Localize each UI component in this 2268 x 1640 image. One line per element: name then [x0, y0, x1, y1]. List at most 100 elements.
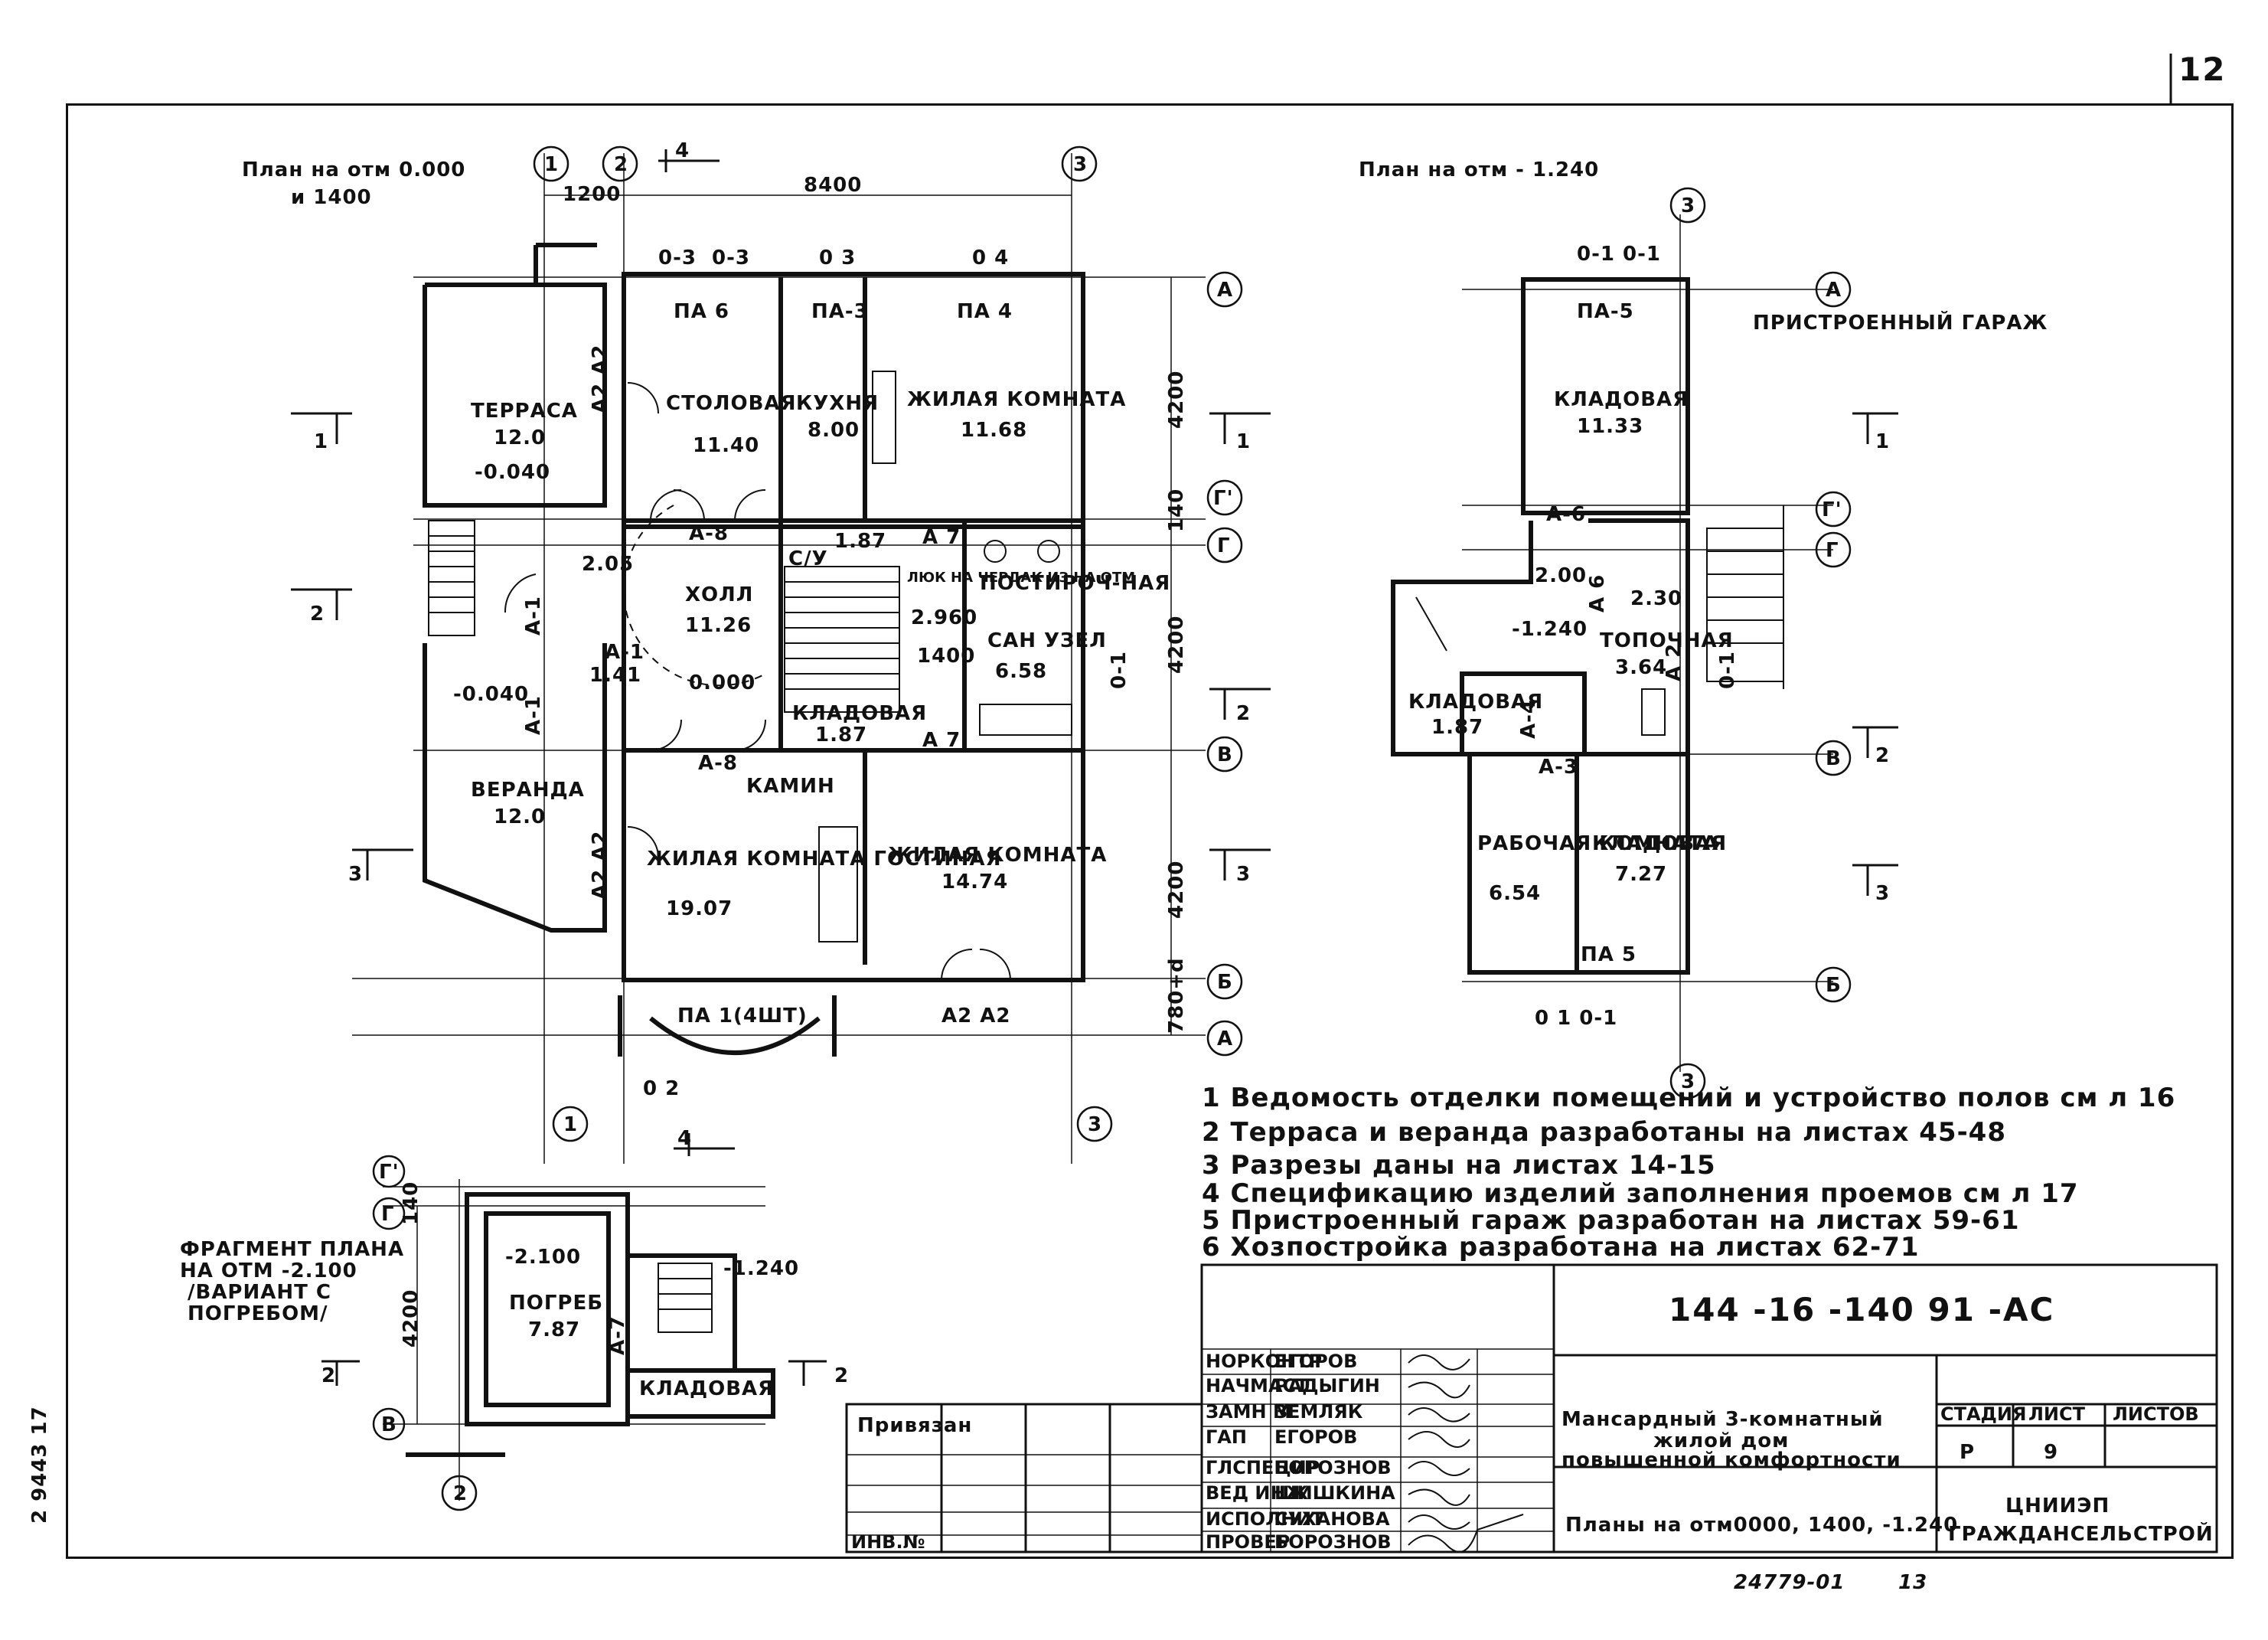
lists-header: ЛИСТОВ: [2113, 1403, 2199, 1425]
room-hall-level: 0.000: [689, 671, 755, 694]
lower-room-storage3-name: КЛАДОВАЯ: [1592, 832, 1727, 855]
mark-su: С/У: [788, 547, 828, 570]
room-hall-area: 11.26: [685, 614, 752, 637]
section-2-left: 2: [310, 603, 325, 626]
room-terrace-level: -0.040: [475, 461, 550, 484]
mark-1400: 1400: [917, 645, 975, 668]
lower-room-boiler-name: ТОПОЧНАЯ: [1600, 629, 1734, 652]
room-storage1-name: КЛАДОВАЯ: [792, 702, 927, 725]
fragment-title-4: ПОГРЕБОМ/: [188, 1302, 328, 1325]
room-storage1-area: 1.87: [815, 724, 867, 746]
staff-name-5: ШИШКИНА: [1274, 1482, 1395, 1504]
axis-G1: Г': [1213, 487, 1234, 510]
section-4-top: 4: [675, 139, 690, 162]
fragment-cellar-area: 7.87: [528, 1318, 580, 1341]
mark-a2-b: А2 А2: [589, 831, 612, 900]
section-3-right: 3: [1236, 863, 1251, 886]
lower-mark-a3: А-3: [1539, 756, 1578, 779]
mark-o1: 0-1: [1108, 651, 1131, 689]
lower-mark-o1-bottom: 0 1 0-1: [1535, 1007, 1617, 1030]
fragment-axis-G: Г: [381, 1203, 395, 1226]
lower-mark-o1-right: 0-1: [1716, 651, 1739, 689]
mark-a2-a: А2 А2: [589, 345, 612, 413]
staff-role-2: ЗАМН М: [1206, 1401, 1291, 1423]
room-living2-name: ЖИЛАЯ КОМНАТА ГОСТИНАЯ: [647, 848, 1002, 871]
mark-kamin: КАМИН: [746, 775, 835, 798]
room-wc-area: 6.58: [995, 660, 1047, 683]
mark-a1c: А-1: [522, 695, 545, 735]
lower-room-storage3-area: 7.27: [1615, 863, 1667, 886]
lower-room-storage2-name: КЛАДОВАЯ: [1408, 691, 1543, 714]
lower-mark-pa5-bottom: ПА 5: [1581, 943, 1637, 966]
room-living3-area: 14.74: [941, 871, 1008, 894]
note-2: 2 Терраса и веранда разработаны на листа…: [1202, 1117, 2006, 1148]
document-code: 144 -16 -140 91 -АС: [1669, 1291, 2054, 1328]
note-5: 5 Пристроенный гараж разработан на листа…: [1202, 1205, 2019, 1236]
staff-name-3: ЕГОРОВ: [1274, 1426, 1357, 1448]
room-veranda-name: ВЕРАНДА: [471, 779, 585, 802]
org-name-1: ЦНИИЭП: [2005, 1495, 2110, 1517]
room-kitchen-area: 8.00: [808, 419, 860, 442]
room-living3-name: ЖИЛАЯ КОМНАТА: [888, 844, 1107, 867]
privyazan-label: Привязан: [857, 1414, 972, 1437]
mark-a2-c: А2 А2: [941, 1005, 1010, 1027]
lower-room-work-name: РАБОЧАЯ КОМНАТА: [1477, 832, 1718, 855]
mark-a8a: А-8: [689, 522, 729, 545]
axis-1-top: 1: [544, 153, 559, 176]
fragment-axis-2: 2: [453, 1482, 468, 1505]
room-wc-name: САН УЗЕЛ: [987, 629, 1107, 652]
room-hall-name: ХОЛЛ: [685, 583, 753, 606]
mark-o3b: 0-3: [712, 247, 750, 270]
fragment-storage: КЛАДОВАЯ: [639, 1377, 774, 1400]
list-value: 9: [2044, 1441, 2058, 1464]
staff-name-4: БОРОЗНОВ: [1274, 1457, 1392, 1478]
lower-mark-230: 2.30: [1630, 587, 1682, 610]
staff-name-2: ЗЕМЛЯК: [1274, 1401, 1363, 1423]
mark-205: 2.05: [582, 553, 634, 576]
mark-pa6: ПА 6: [674, 300, 729, 323]
lower-section-2: 2: [1875, 744, 1890, 767]
axis-G: Г: [1217, 534, 1231, 557]
staff-role-5: ВЕД ИНЖ: [1206, 1482, 1309, 1504]
axis-2-top: 2: [614, 153, 628, 176]
room-veranda-area: 12.0: [494, 805, 546, 828]
list-header: ЛИСТ: [2028, 1403, 2086, 1425]
mark-187: 1.87: [834, 530, 886, 553]
footer-page: 13: [1898, 1571, 1927, 1594]
lower-mark-a6a: А-6: [1546, 503, 1586, 526]
room-kitchen-name: КУХНЯ: [796, 392, 879, 415]
lower-mark-pa5-top: ПА-5: [1577, 300, 1634, 323]
room-dining-area: 11.40: [693, 434, 759, 457]
lower-room-storage1-area: 11.33: [1577, 415, 1643, 438]
note-3: 3 Разрезы даны на листах 14-15: [1202, 1150, 1716, 1181]
lower-plan-title: План на отм - 1.240: [1359, 158, 1599, 181]
mark-2960: 2.960: [911, 606, 977, 629]
lower-mark-a2: А 2: [1663, 643, 1685, 681]
room-veranda-level: -0.040: [453, 683, 529, 706]
lower-mark-a4: А-4: [1517, 699, 1540, 739]
lower-room-work-area: 6.54: [1489, 882, 1541, 905]
fragment-title-3: /ВАРИАНТ С: [188, 1281, 331, 1304]
staff-role-6: ИСПОЛНИТ: [1206, 1508, 1324, 1530]
lower-room-storage2-area: 1.87: [1431, 716, 1483, 739]
dim-780: 780+d: [1165, 957, 1188, 1034]
inv-label: ИНВ.№: [851, 1531, 925, 1553]
staff-role-0: НОРКОНТР: [1206, 1351, 1322, 1372]
section-1-right: 1: [1236, 430, 1251, 453]
lower-axis-3-top: 3: [1681, 194, 1695, 217]
staff-name-6: СУХАНОВА: [1274, 1508, 1390, 1530]
axis-V: В: [1217, 743, 1233, 766]
fragment-dim: 4200: [400, 1289, 423, 1348]
sheet-frame: [66, 103, 2234, 1559]
fragment-section-2-right: 2: [834, 1364, 849, 1387]
room-living2-area: 19.07: [666, 897, 733, 920]
mark-o4: 0 4: [972, 247, 1009, 270]
staff-role-7: ПРОВЕР: [1206, 1531, 1290, 1553]
mark-141: 1.41: [589, 664, 641, 687]
fragment-axis-V: В: [381, 1413, 397, 1436]
mark-a1a: А-1: [522, 596, 545, 635]
fragment-mark: А-7: [606, 1315, 629, 1355]
axis-B: Б: [1217, 971, 1233, 994]
fragment-cellar-name: ПОГРЕБ: [509, 1292, 603, 1315]
